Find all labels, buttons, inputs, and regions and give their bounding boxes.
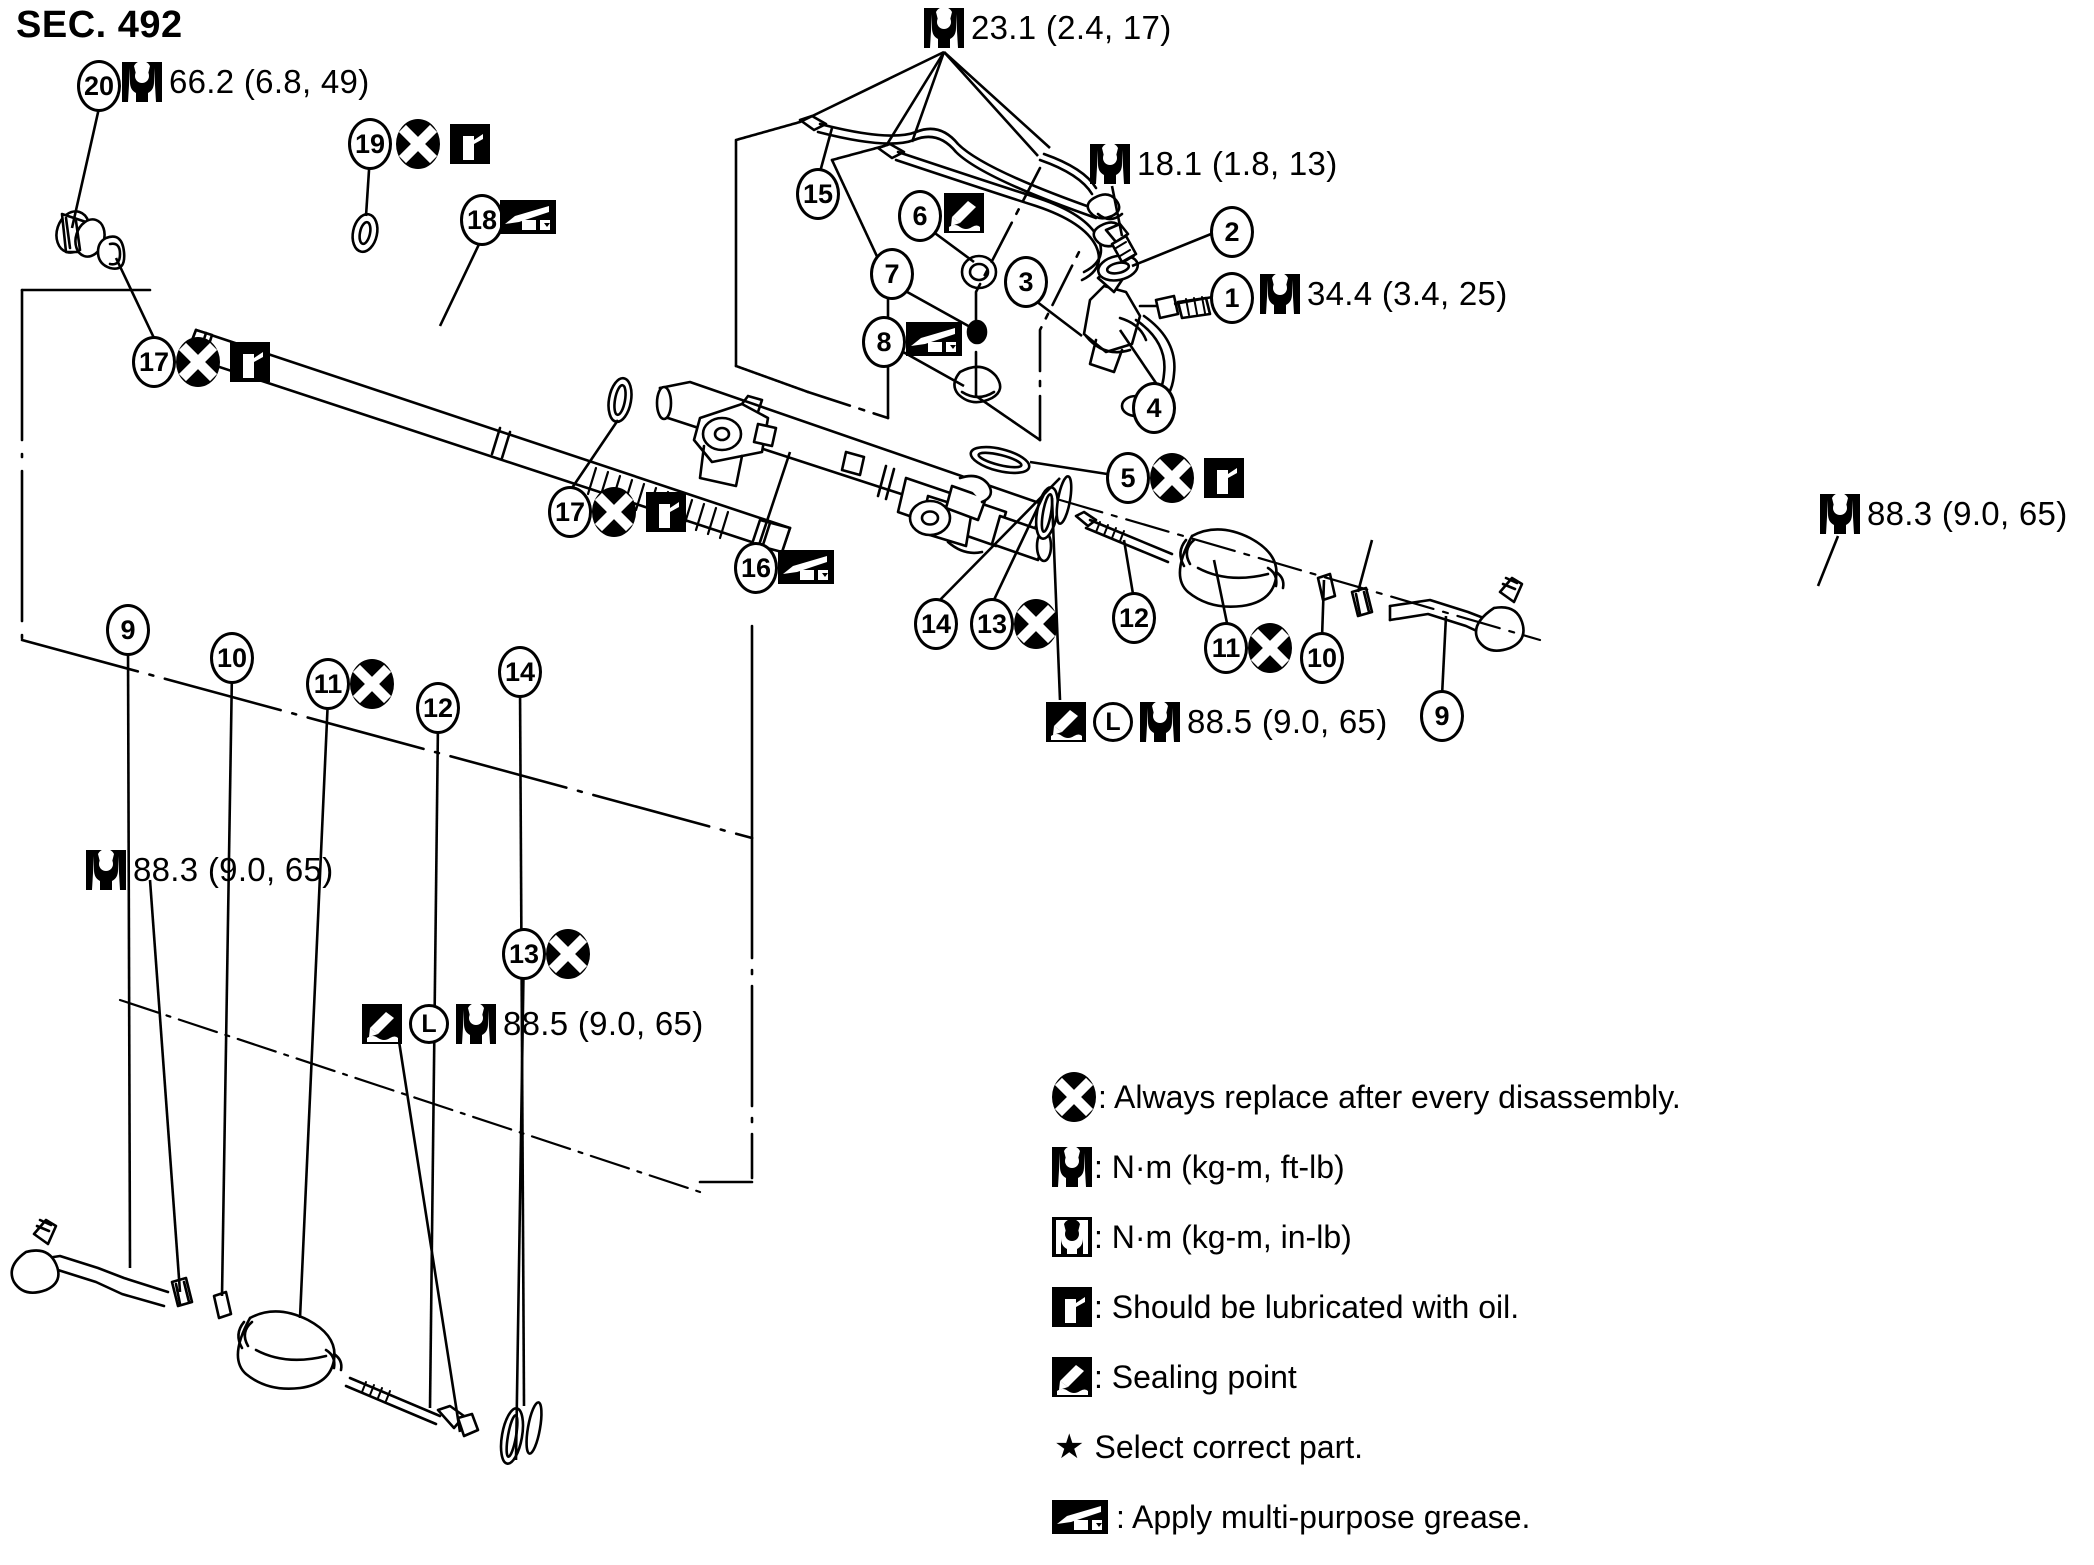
oil-can-icon: [230, 342, 270, 387]
oil-can-icon: [1052, 1287, 1092, 1327]
lubricant-L-icon: L: [409, 1004, 449, 1044]
wrench-nm-ftlb-icon: [1090, 144, 1130, 184]
callout-13-lower[interactable]: 13: [502, 928, 546, 980]
replace-x-icon: [176, 337, 220, 392]
grease-gun-icon: [778, 550, 834, 589]
callout-6[interactable]: 6: [898, 190, 942, 242]
callout-5[interactable]: 5: [1106, 452, 1150, 504]
callout-10-center[interactable]: 10: [1300, 632, 1344, 684]
legend-text: : N·m (kg-m, in-lb): [1094, 1218, 1352, 1255]
callout-9-lower[interactable]: 9: [106, 604, 150, 656]
legend-text: : Should be lubricated with oil.: [1094, 1288, 1520, 1325]
oil-can-icon: [450, 124, 490, 169]
legend-item-select-part: ★ Select correct part.: [1052, 1425, 2072, 1469]
callout-4[interactable]: 4: [1132, 382, 1176, 434]
torque-value: 88.3 (9.0, 65): [1867, 495, 2068, 532]
legend-item-oil: : Should be lubricated with oil.: [1052, 1285, 2072, 1329]
torque-callout-23-1: 23.1 (2.4, 17): [924, 8, 1172, 48]
legend-item-grease: : Apply multi-purpose grease.: [1052, 1495, 2072, 1539]
wrench-nm-ftlb-icon: [1820, 494, 1860, 534]
wrench-nm-ftlb-icon: [86, 850, 126, 890]
torque-callout-34-4: 34.4 (3.4, 25): [1260, 274, 1508, 314]
replace-x-icon: [1150, 453, 1194, 508]
replace-x-icon: [1014, 599, 1058, 654]
callout-18[interactable]: 18: [460, 194, 504, 246]
callout-17-left[interactable]: 17: [132, 336, 176, 388]
grease-gun-icon: [500, 200, 556, 239]
wrench-nm-inlb-icon: [1052, 1217, 1092, 1257]
sealing-point-icon: [362, 1004, 402, 1044]
torque-value: 23.1 (2.4, 17): [971, 9, 1172, 46]
callout-11-lower[interactable]: 11: [306, 658, 350, 710]
callout-17-center[interactable]: 17: [548, 486, 592, 538]
legend-text: Select correct part.: [1094, 1428, 1364, 1465]
callout-8[interactable]: 8: [862, 316, 906, 368]
torque-value: 66.2 (6.8, 49): [169, 63, 370, 100]
replace-x-icon: [1052, 1072, 1096, 1122]
torque-value: 34.4 (3.4, 25): [1307, 275, 1508, 312]
torque-value: 88.5 (9.0, 65): [503, 1005, 704, 1042]
callout-14-lower[interactable]: 14: [498, 646, 542, 698]
callout-14-center[interactable]: 14: [914, 598, 958, 650]
torque-callout-88-5-left: L 88.5 (9.0, 65): [362, 1004, 704, 1044]
torque-value: 88.3 (9.0, 65): [133, 851, 334, 888]
replace-x-icon: [592, 487, 636, 542]
callout-16[interactable]: 16: [734, 542, 778, 594]
legend-item-sealing: : Sealing point: [1052, 1355, 2072, 1399]
wrench-nm-ftlb-icon: [1260, 274, 1300, 314]
callout-19[interactable]: 19: [348, 118, 392, 170]
replace-x-icon: [1248, 623, 1292, 678]
callout-9-center[interactable]: 9: [1420, 690, 1464, 742]
callout-12-lower[interactable]: 12: [416, 682, 460, 734]
legend-text: : Apply multi-purpose grease.: [1116, 1498, 1531, 1535]
callout-11-center[interactable]: 11: [1204, 622, 1248, 674]
legend-item-nm-inlb: : N·m (kg-m, in-lb): [1052, 1215, 2072, 1259]
sealing-point-icon: [1046, 702, 1086, 742]
legend: : Always replace after every disassembly…: [1052, 1072, 2072, 1565]
wrench-nm-ftlb-icon: [456, 1004, 496, 1044]
callout-13-center[interactable]: 13: [970, 598, 1014, 650]
grease-gun-icon: [1052, 1500, 1108, 1534]
legend-text: : Sealing point: [1094, 1358, 1297, 1395]
torque-callout-88-3-left: 88.3 (9.0, 65): [86, 850, 334, 890]
wrench-nm-ftlb-icon: [1140, 702, 1180, 742]
callout-12-center[interactable]: 12: [1112, 592, 1156, 644]
callout-1[interactable]: 1: [1210, 272, 1254, 324]
callout-10-lower[interactable]: 10: [210, 632, 254, 684]
torque-callout-88-5-right: L 88.5 (9.0, 65): [1046, 702, 1388, 742]
replace-x-icon: [396, 119, 440, 174]
replace-x-icon: [350, 659, 394, 714]
sealing-point-icon: [944, 193, 984, 238]
wrench-nm-ftlb-icon: [924, 8, 964, 48]
torque-value: 88.5 (9.0, 65): [1187, 703, 1388, 740]
legend-text: : Always replace after every disassembly…: [1098, 1078, 1681, 1115]
oil-can-icon: [1204, 458, 1244, 503]
callout-15[interactable]: 15: [796, 168, 840, 220]
oil-can-icon: [646, 492, 686, 537]
callout-20[interactable]: 20: [77, 60, 121, 112]
page-title: SEC. 492: [16, 4, 183, 46]
torque-callout-66-2: 66.2 (6.8, 49): [122, 62, 370, 102]
torque-callout-18-1: 18.1 (1.8, 13): [1090, 144, 1338, 184]
callout-7[interactable]: 7: [870, 248, 914, 300]
lubricant-L-icon: L: [1093, 702, 1133, 742]
legend-item-nm-ftlb: : N·m (kg-m, ft-lb): [1052, 1145, 2072, 1189]
wrench-nm-ftlb-icon: [122, 62, 162, 102]
replace-x-icon: [546, 929, 590, 984]
wrench-nm-ftlb-icon: [1052, 1147, 1092, 1187]
legend-text: : N·m (kg-m, ft-lb): [1094, 1148, 1345, 1185]
sealing-point-icon: [1052, 1357, 1092, 1397]
callout-2[interactable]: 2: [1210, 206, 1254, 258]
torque-callout-88-3-right: 88.3 (9.0, 65): [1820, 494, 2068, 534]
torque-value: 18.1 (1.8, 13): [1137, 145, 1338, 182]
star-icon: ★: [1054, 1428, 1085, 1466]
callout-3[interactable]: 3: [1004, 256, 1048, 308]
grease-gun-icon: [906, 322, 962, 361]
legend-item-replace: : Always replace after every disassembly…: [1052, 1072, 2072, 1122]
